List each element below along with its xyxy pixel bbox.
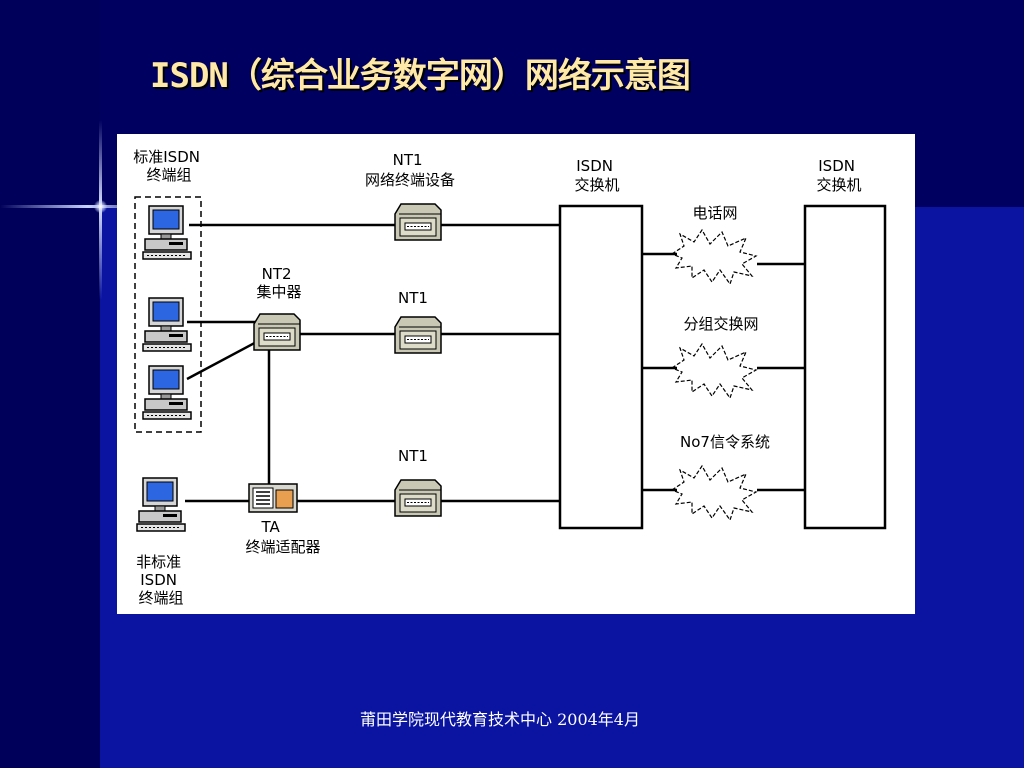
standard-group-label-line1: 标准ISDN (133, 148, 200, 166)
nt2-concentrator-device (253, 313, 301, 351)
switch-left-label-line1: ISDN (576, 157, 613, 175)
left-band (0, 0, 100, 768)
nt2-label-line2: 集中器 (256, 283, 301, 301)
footer-credit: 莆田学院现代教育技术中心 2004年4月 (360, 710, 640, 729)
nt1-top-label: NT1 网络终端设备 (365, 151, 455, 189)
ta-adapter-device (248, 483, 298, 513)
switch-right-label: ISDN 交换机 (816, 157, 861, 194)
ta-label: TA 终端适配器 (245, 518, 320, 556)
switch-right-label-line1: ISDN (818, 157, 855, 175)
isdn-switch-right (803, 204, 887, 530)
light-flare-center (94, 200, 107, 213)
switch-right-label-line2: 交换机 (816, 176, 861, 194)
nt2-label: NT2 集中器 (256, 265, 301, 301)
isdn-switch-left (558, 204, 644, 530)
standard-group-label: 标准ISDN 终端组 (133, 148, 205, 184)
nonstandard-terminal (136, 477, 186, 532)
nonstandard-group-label-line3: 终端组 (138, 589, 183, 607)
nt1-top-label-line2: 网络终端设备 (365, 171, 455, 189)
standard-terminal-2 (142, 297, 192, 352)
phone-network-label: 电话网 (692, 204, 737, 222)
slide-title: ISDN（综合业务数字网）网络示意图 (150, 56, 691, 96)
ta-label-line1: TA (260, 518, 280, 536)
nonstandard-group-label-line1: 非标准 (136, 553, 181, 571)
nt1-bottom-device (394, 479, 442, 517)
connection-lines (185, 223, 815, 503)
standard-terminal-1 (142, 205, 192, 260)
ta-label-line2: 终端适配器 (245, 538, 320, 556)
nt1-top-label-line1: NT1 (393, 151, 423, 169)
nt1-top-device (394, 203, 442, 241)
phone-network-cloud (671, 229, 757, 285)
no7-signaling-cloud (671, 465, 757, 521)
switch-left-label: ISDN 交换机 (574, 157, 619, 194)
standard-terminal-group-box (134, 196, 202, 433)
standard-terminal-3 (142, 365, 192, 420)
packet-network-cloud (671, 343, 757, 399)
switch-left-label-line2: 交换机 (574, 176, 619, 194)
packet-network-label: 分组交换网 (683, 315, 758, 333)
nt1-mid-label: NT1 (398, 289, 428, 307)
nonstandard-group-label-line2: ISDN (140, 571, 177, 589)
no7-signaling-label: No7信令系统 (680, 433, 770, 451)
standard-group-label-line2: 终端组 (146, 166, 191, 184)
light-flare-horizontal (0, 205, 160, 208)
nt2-label-line1: NT2 (262, 265, 292, 283)
isdn-diagram: 标准ISDN 终端组 非标准 ISDN 终端组 NT1 网络终端设备 NT1 N… (117, 134, 915, 614)
nt1-bottom-label: NT1 (398, 447, 428, 465)
nt1-mid-device (394, 316, 442, 354)
nonstandard-group-label: 非标准 ISDN 终端组 (136, 553, 186, 607)
